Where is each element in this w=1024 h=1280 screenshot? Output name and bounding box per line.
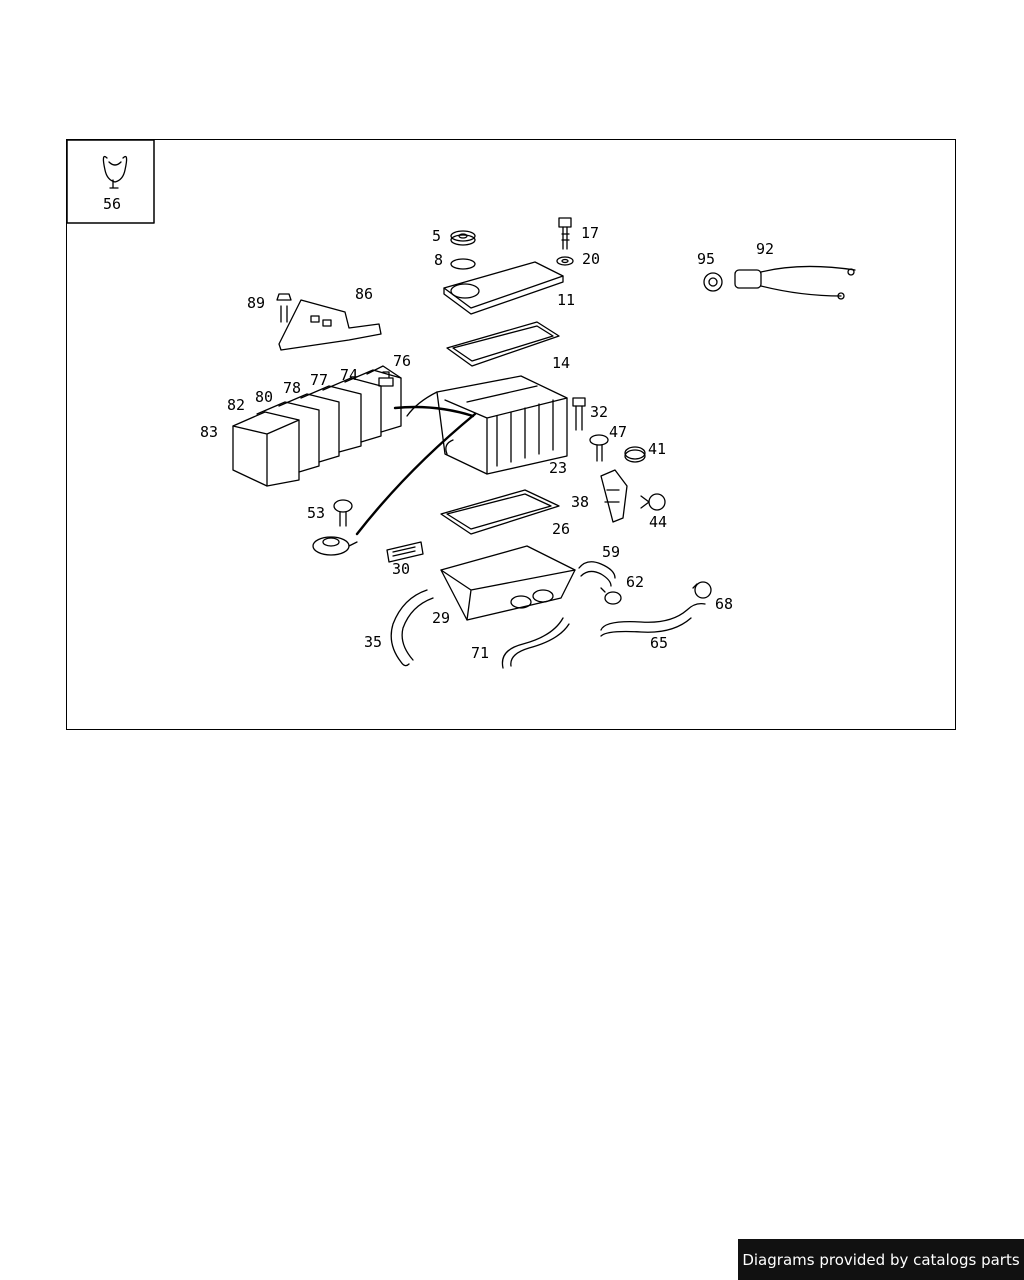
relay-block bbox=[232, 365, 402, 487]
part-38-bracket bbox=[600, 469, 628, 523]
callout-82: 82 bbox=[227, 396, 246, 414]
callout-65: 65 bbox=[650, 634, 669, 652]
part-65-hose bbox=[600, 602, 706, 637]
callout-78: 78 bbox=[283, 379, 302, 397]
callout-92: 92 bbox=[756, 240, 775, 258]
part-53-cap bbox=[312, 536, 358, 556]
callout-80: 80 bbox=[255, 388, 274, 406]
part-62-clamp bbox=[600, 587, 622, 605]
callout-14: 14 bbox=[552, 354, 571, 372]
part-89-bolt bbox=[276, 293, 292, 323]
callout-68: 68 bbox=[715, 595, 734, 613]
arrow-53-to-housing bbox=[355, 412, 477, 536]
part-47-screw bbox=[589, 434, 609, 462]
callout-76: 76 bbox=[393, 352, 412, 370]
callout-17: 17 bbox=[581, 224, 600, 242]
part-53-screw bbox=[333, 499, 353, 527]
callout-23: 23 bbox=[549, 459, 568, 477]
part-86-bracket bbox=[278, 299, 382, 351]
part-17-bolt bbox=[558, 217, 572, 250]
callout-86: 86 bbox=[355, 285, 374, 303]
part-23-housing bbox=[406, 375, 568, 475]
callout-62: 62 bbox=[626, 573, 645, 591]
part-68-clamp bbox=[692, 581, 712, 599]
part-30-label bbox=[386, 541, 424, 563]
part-14-gasket bbox=[446, 321, 560, 367]
footer-text: Diagrams provided by catalogs parts bbox=[742, 1250, 1020, 1269]
callout-26: 26 bbox=[552, 520, 571, 538]
callout-89: 89 bbox=[247, 294, 266, 312]
part-26-gasket bbox=[440, 489, 560, 535]
part-8-washer bbox=[450, 258, 476, 270]
inset-box bbox=[67, 140, 155, 224]
part-76-fuse bbox=[378, 371, 394, 387]
part-11-cover bbox=[443, 261, 564, 315]
callout-44: 44 bbox=[649, 513, 668, 531]
callout-30: 30 bbox=[392, 560, 411, 578]
part-44-bolt bbox=[640, 493, 666, 511]
part-59-hose bbox=[578, 561, 616, 587]
arrow-relays-to-housing bbox=[393, 405, 475, 418]
callout-5: 5 bbox=[432, 227, 442, 245]
part-29-tray bbox=[440, 545, 576, 621]
callout-77: 77 bbox=[310, 371, 329, 389]
callout-95: 95 bbox=[697, 250, 716, 268]
exploded-view-drawing bbox=[67, 140, 856, 669]
callout-56: 56 bbox=[103, 195, 122, 213]
part-20-washer bbox=[556, 256, 574, 266]
callout-8: 8 bbox=[434, 251, 444, 269]
callout-53: 53 bbox=[307, 504, 326, 522]
footer-banner: Diagrams provided by catalogs parts bbox=[738, 1239, 1024, 1280]
callout-20: 20 bbox=[582, 250, 601, 268]
callout-35: 35 bbox=[364, 633, 383, 651]
callout-47: 47 bbox=[609, 423, 628, 441]
callout-71: 71 bbox=[471, 644, 490, 662]
callout-32: 32 bbox=[590, 403, 609, 421]
part-32-bolt bbox=[572, 397, 586, 431]
callout-59: 59 bbox=[602, 543, 621, 561]
callout-41: 41 bbox=[648, 440, 667, 458]
callout-38: 38 bbox=[571, 493, 590, 511]
callout-11: 11 bbox=[557, 291, 576, 309]
part-71-hose bbox=[501, 617, 570, 669]
part-41-nut bbox=[624, 446, 646, 463]
callout-74: 74 bbox=[340, 366, 359, 384]
callout-83: 83 bbox=[200, 423, 219, 441]
part-5-grommet bbox=[450, 230, 476, 246]
parts-diagram bbox=[66, 139, 956, 730]
callout-29: 29 bbox=[432, 609, 451, 627]
part-35-hose bbox=[390, 589, 434, 667]
part-92-sensor bbox=[734, 265, 856, 300]
part-95-nut bbox=[703, 272, 723, 292]
